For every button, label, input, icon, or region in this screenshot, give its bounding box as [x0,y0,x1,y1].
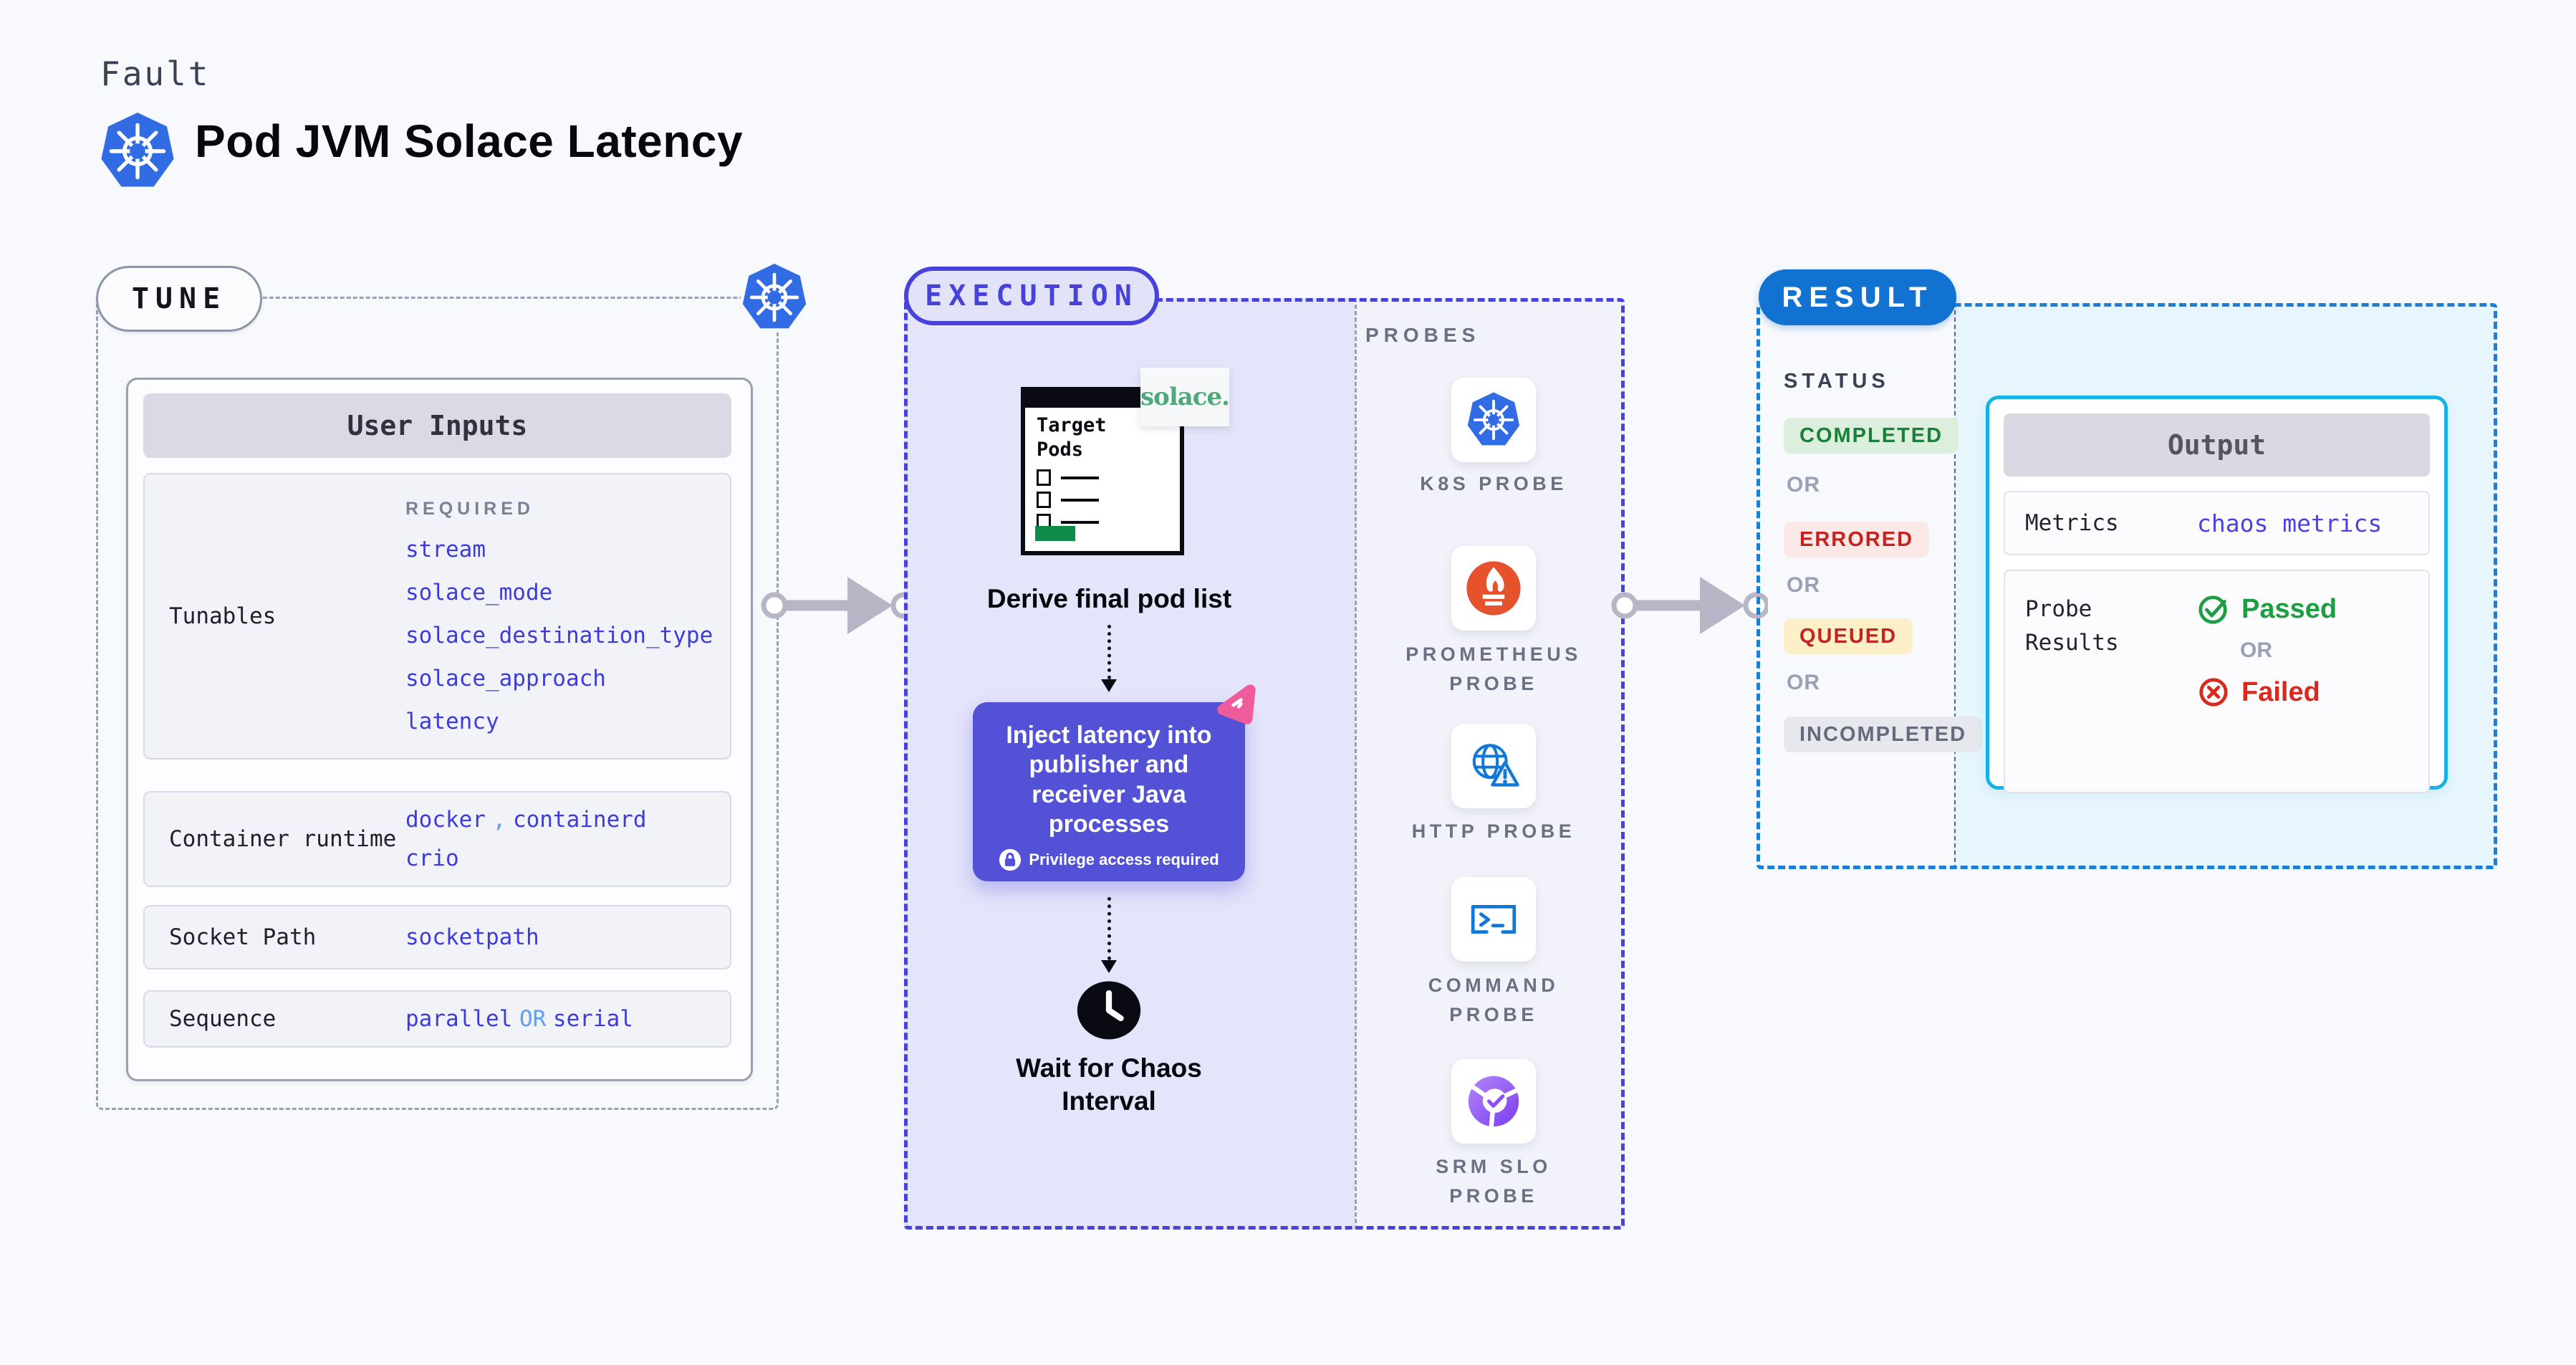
list-line [1061,476,1099,479]
arrow-down-icon [1101,960,1117,973]
probe-label: HTTP PROBE [1411,820,1576,842]
solace-logo-card: solace. [1140,368,1230,426]
metrics-value: chaos metrics [2197,509,2383,537]
runtime-value: crio [405,846,459,871]
srm-slo-probe-card [1451,1059,1536,1144]
check-circle-icon [2198,595,2227,624]
sequence-value: parallel [405,1006,513,1032]
arrow-down-icon [1101,679,1117,692]
probe-results-values: Passed OR Failed [2197,593,2428,792]
derive-pod-list-label: Derive final pod list [986,584,1232,613]
flow-arrow-tune-to-execution [761,577,918,634]
tune-section-pill: TUNE [96,266,262,332]
tunable-value: solace_mode [405,579,553,605]
sequence-value: serial [552,1006,633,1032]
required-tag: REQUIRED [405,498,534,519]
user-inputs-header: User Inputs [143,393,731,458]
execution-probes-divider [1355,298,1357,1230]
sequence-label: Sequence [169,1005,277,1032]
prometheus-icon [1466,561,1521,616]
wait-chaos-interval-label: Wait for Chaos Interval [1016,1053,1202,1116]
kubernetes-icon [99,111,176,191]
probe-label: COMMAND PROBE [1428,974,1559,1025]
page-title: Pod JVM Solace Latency [195,115,744,167]
fault-kind-label: Fault [100,54,211,93]
inject-step-text: Inject latency into publisher and receiv… [1006,722,1212,838]
tunable-value: solace_destination_type [405,622,713,648]
probe-results-label: Probe Results [2025,596,2119,656]
failed-label: Failed [2241,676,2320,707]
checkbox-icon [1037,469,1051,486]
dotted-connector [1107,625,1111,679]
privilege-note-text: Privilege access required [1029,850,1219,868]
terminal-icon [1471,905,1517,934]
tunable-value: solace_approach [405,665,606,691]
sequence-or: OR [519,1006,547,1032]
status-badge-completed: COMPLETED [1784,418,1959,454]
result-section-pill: RESULT [1759,269,1956,325]
container-runtime-row: Container runtime docker , containerd cr… [143,791,731,887]
dotted-connector [1107,897,1111,960]
status-badge-errored: ERRORED [1784,522,1930,557]
prometheus-probe-card [1451,546,1536,631]
inject-latency-step: Inject latency into publisher and receiv… [973,702,1245,881]
runtime-value: containerd [512,807,647,833]
pod-checklist [1037,469,1180,530]
or-separator: OR [2240,638,2272,662]
runtime-value: docker [405,807,486,833]
tunables-row: Tunables REQUIRED stream solace_mode sol… [143,473,731,760]
chaos-hub-pink-icon [1217,684,1256,724]
clock-icon [1077,981,1141,1040]
flow-arrow-execution-to-result [1611,577,1768,634]
status-output-divider [1954,303,1956,869]
metrics-label: Metrics [2025,509,2119,536]
probe-results-row: Probe Results Passed OR Failed [2004,570,2430,793]
output-header: Output [2004,413,2430,476]
solace-logo: solace. [1140,383,1230,411]
checkbox-icon [1037,492,1051,508]
socket-path-value: socketpath [405,924,539,950]
probe-label: SRM SLO PROBE [1436,1156,1552,1207]
status-header: STATUS [1784,370,1890,393]
http-probe-card [1451,724,1536,808]
execution-section-pill: EXECUTION [904,267,1159,325]
status-badge-queued: QUEUED [1784,618,1913,654]
passed-label: Passed [2241,593,2337,624]
tune-section-border [96,297,779,1110]
container-runtime-values: docker , containerd crio [405,807,730,871]
sequence-row: Sequence parallel OR serial [143,990,731,1048]
target-pods-title: Target Pods [1037,414,1107,461]
tunables-values: REQUIRED stream solace_mode solace_desti… [405,499,730,734]
privilege-note: Privilege access required [986,848,1232,871]
http-globe-warning-icon [1472,744,1519,787]
srm-slo-icon [1468,1076,1519,1127]
tunable-value: stream [405,536,486,562]
kubernetes-icon [1465,391,1522,449]
tunable-value: latency [405,708,499,734]
or-separator: OR [1787,473,1820,497]
output-card: Output Metrics chaos metrics Probe Resul… [1986,396,2448,793]
socket-path-row: Socket Path socketpath [143,905,731,969]
green-button-graphic [1035,526,1075,541]
execution-section-border [904,298,1625,1230]
metrics-row: Metrics chaos metrics [2004,491,2430,555]
status-badge-incompleted: INCOMPLETED [1784,717,1983,752]
or-separator: OR [1787,573,1820,597]
k8s-probe-card [1451,378,1536,462]
list-line [1061,498,1099,502]
probe-label: PROMETHEUS PROBE [1405,643,1582,694]
x-circle-icon [2199,678,2228,707]
list-line [1061,520,1099,524]
kubernetes-icon [741,262,808,332]
command-probe-card [1451,877,1536,962]
tunables-label: Tunables [169,603,277,629]
lock-icon [999,848,1022,871]
or-separator: OR [1787,671,1820,694]
result-section-border [1756,303,2497,869]
runtime-separator: , [492,807,506,833]
container-runtime-label: Container runtime [169,825,397,852]
probe-label: K8S PROBE [1420,473,1567,494]
socket-path-label: Socket Path [169,924,317,950]
probes-header: PROBES [1365,324,1481,346]
